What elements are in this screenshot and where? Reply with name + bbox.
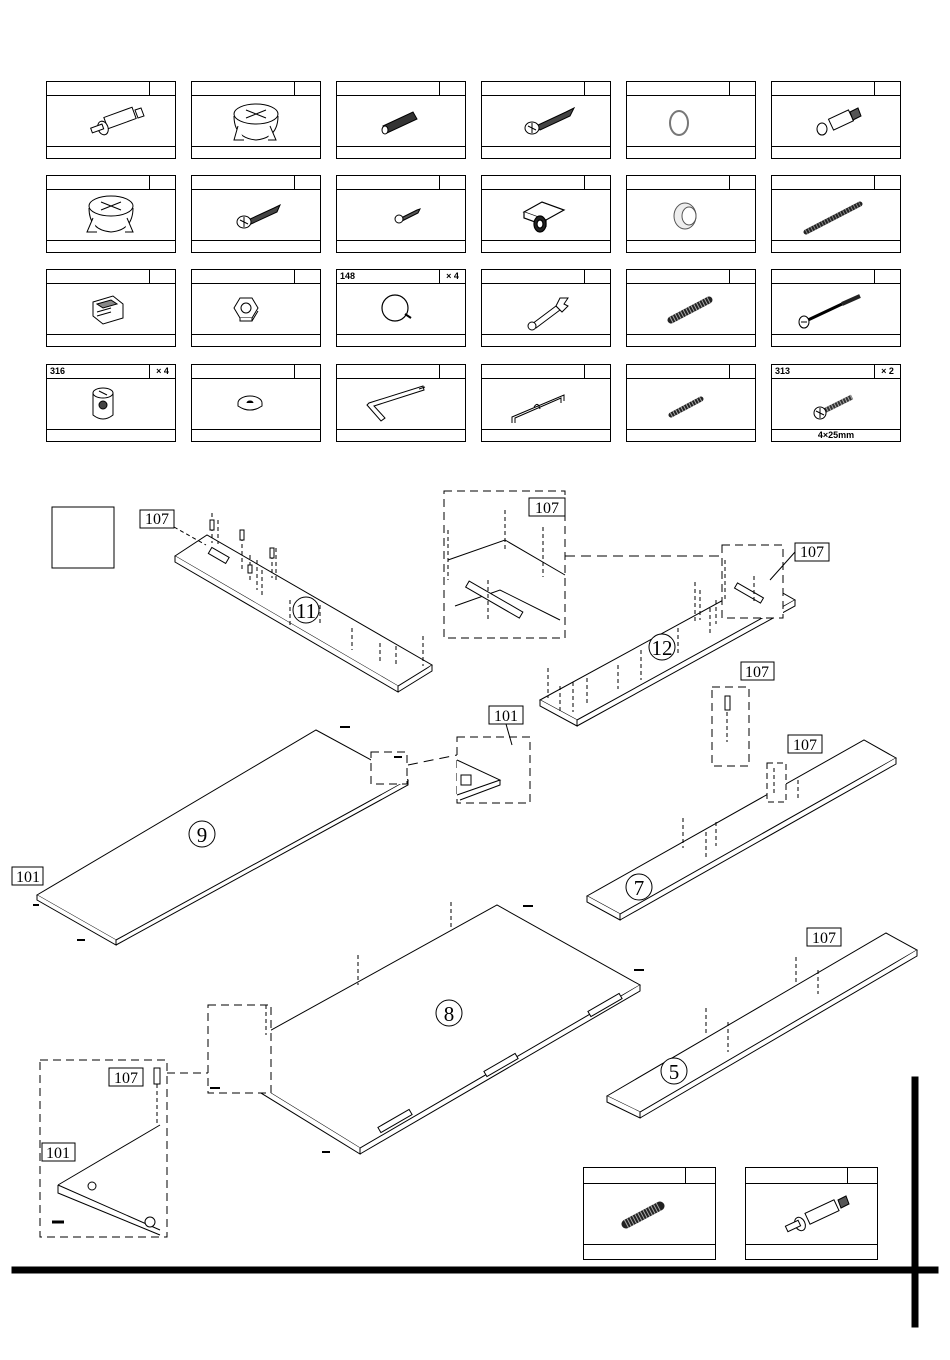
label-107: 107 — [145, 511, 169, 528]
part-box-cam-bolt-bottom — [745, 1167, 878, 1260]
part-box-cam-lock — [191, 81, 321, 159]
part-box-threaded-rod — [771, 175, 901, 253]
part-box-cam-lock-2 — [46, 175, 176, 253]
wood-screw-icon — [482, 96, 610, 147]
part-code: 313 — [775, 365, 790, 378]
panel-number-7: 7 — [634, 876, 645, 900]
wooden-dowel-icon — [337, 96, 465, 147]
bottom-rule — [12, 1267, 938, 1273]
wood-screw-icon — [192, 190, 320, 241]
panel-5 — [607, 933, 917, 1118]
part-box-148: 148 × 4 — [336, 269, 466, 347]
label-107: 107 — [793, 737, 817, 754]
panel-number-8: 8 — [444, 1002, 455, 1026]
step-number-box — [52, 507, 114, 568]
cam-lock-icon — [47, 190, 175, 241]
part-box-313: 313 × 2 4×25mm — [771, 364, 901, 442]
label-101: 101 — [494, 708, 518, 725]
panel-9 — [37, 730, 408, 945]
allen-key-icon — [337, 379, 465, 430]
threaded-dowel-icon — [627, 284, 755, 335]
part-code: 148 — [340, 270, 355, 283]
part-quantity: × 4 — [439, 270, 465, 283]
part-box-hinge-bracket — [481, 175, 611, 253]
part-code: 316 — [50, 365, 65, 378]
part-box-hex-nut — [191, 269, 321, 347]
part-box-handle — [481, 364, 611, 442]
connector-plate-icon — [47, 284, 175, 335]
label-107: 107 — [812, 930, 836, 947]
part-box-wood-screw-2 — [191, 175, 321, 253]
ring-icon — [627, 96, 755, 147]
part-box-316: 316 × 4 — [46, 364, 176, 442]
washer-icon — [192, 379, 320, 430]
hex-nut-icon — [192, 284, 320, 335]
handle-icon — [482, 379, 610, 430]
label-107: 107 — [535, 500, 559, 517]
part-box-wrench — [481, 269, 611, 347]
part-box-long-bolt — [771, 269, 901, 347]
part-box-connector-plate — [46, 269, 176, 347]
detail-box-panel-12-right — [722, 545, 783, 618]
long-bolt-icon — [772, 284, 900, 335]
label-107: 107 — [800, 544, 824, 561]
part-box-washer — [191, 364, 321, 442]
countersunk-screw-icon — [772, 379, 900, 430]
cam-lock-icon — [192, 96, 320, 147]
panel-number-5: 5 — [669, 1060, 680, 1084]
cam-bolt-icon — [47, 96, 175, 147]
part-box-short-cam-bolt — [771, 81, 901, 159]
part-box-small-screw — [336, 175, 466, 253]
panel-number-12: 12 — [652, 636, 673, 660]
round-cap-icon — [337, 284, 465, 335]
part-box-wood-screw — [481, 81, 611, 159]
cam-bolt-icon — [746, 1184, 877, 1245]
part-quantity: × 4 — [149, 365, 175, 378]
threaded-dowel-icon — [627, 379, 755, 430]
part-box-cam-bolt — [46, 81, 176, 159]
panel-number-9: 9 — [197, 823, 208, 847]
panel-8 — [217, 905, 640, 1154]
small-screw-icon — [337, 190, 465, 241]
knob-icon — [627, 190, 755, 241]
page-edge-bar — [912, 1077, 918, 1327]
part-box-wooden-dowel-bottom — [583, 1167, 716, 1260]
part-quantity: × 2 — [874, 365, 900, 378]
label-107: 107 — [745, 664, 769, 681]
barrel-nut-icon — [47, 379, 175, 430]
panel-number-11: 11 — [296, 599, 316, 623]
part-box-wooden-dowel — [336, 81, 466, 159]
part-box-threaded-dowel-2 — [626, 364, 756, 442]
part-box-knob — [626, 175, 756, 253]
label-101: 101 — [46, 1145, 70, 1162]
part-box-allen-key — [336, 364, 466, 442]
part-size: 4×25mm — [772, 429, 900, 441]
label-107: 107 — [114, 1070, 138, 1087]
wooden-dowel-icon — [584, 1184, 715, 1245]
threaded-rod-icon — [772, 190, 900, 241]
short-cam-bolt-icon — [772, 96, 900, 147]
hinge-bracket-icon — [482, 190, 610, 241]
wrench-icon — [482, 284, 610, 335]
part-box-ring — [626, 81, 756, 159]
part-box-threaded-dowel — [626, 269, 756, 347]
label-101: 101 — [16, 869, 40, 886]
detail-box-panel-8 — [208, 1005, 271, 1093]
